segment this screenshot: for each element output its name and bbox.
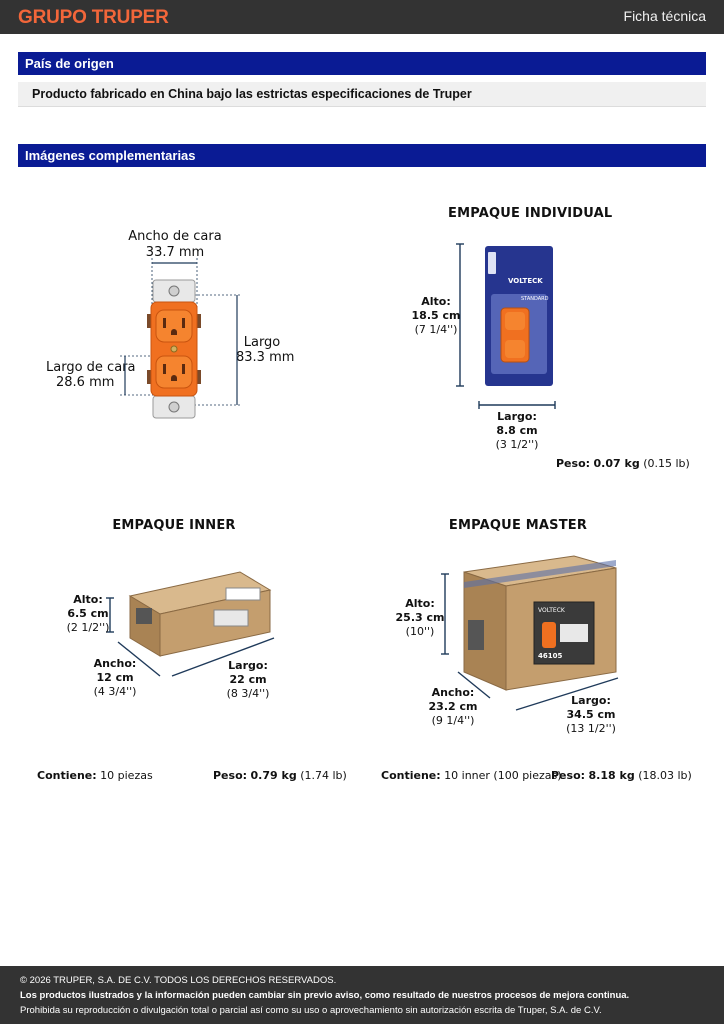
master-alto-in: (10''): [405, 625, 435, 638]
individual-largo-in: (3 1/2''): [495, 438, 539, 451]
master-title: EMPAQUE MASTER: [448, 518, 588, 533]
master-ancho-label: Ancho:: [431, 686, 475, 699]
individual-package-illustration: VOLTECK STANDARD: [456, 243, 556, 409]
individual-peso-lb: (0.15 lb): [643, 457, 690, 470]
individual-largo-label: Largo:: [497, 410, 537, 423]
top-bar: GRUPO TRUPER Ficha técnica: [0, 0, 724, 34]
individual-largo-cm: 8.8 cm: [496, 424, 538, 437]
master-alto-cm: 25.3 cm: [395, 611, 445, 624]
footer-copyright: © 2026 TRUPER, S.A. DE C.V. TODOS LOS DE…: [20, 975, 337, 986]
face-width-label: Ancho de cara: [128, 229, 222, 244]
individual-alto-cm: 18.5 cm: [411, 309, 461, 322]
master-box-code: 46105: [538, 652, 562, 660]
master-contiene-value: 10 inner (100 piezas): [444, 769, 562, 782]
inner-weight: Peso: 0.79 kg (1.74 lb): [213, 769, 347, 782]
footer-prohibition: Prohibida su reproducción o divulgación …: [20, 1005, 602, 1016]
inner-ancho-label: Ancho:: [93, 657, 137, 670]
master-box-brand: VOLTECK: [538, 607, 566, 614]
inner-box-illustration: [106, 571, 275, 677]
inner-contents: Contiene: 10 piezas: [37, 769, 153, 782]
master-largo-label: Largo:: [571, 694, 611, 707]
footer-notice: Los productos ilustrados y la informació…: [20, 990, 630, 1001]
inner-alto-cm: 6.5 cm: [67, 607, 109, 620]
face-length-label: Largo de cara: [46, 360, 136, 375]
inner-ancho-in: (4 3/4''): [93, 685, 137, 698]
inner-title: EMPAQUE INNER: [112, 518, 236, 533]
master-peso-kg: 8.18 kg: [588, 769, 635, 782]
origin-heading: País de origen: [18, 52, 706, 75]
master-ancho-in: (9 1/4''): [431, 714, 475, 727]
inner-ancho-cm: 12 cm: [96, 671, 134, 684]
master-largo-cm: 34.5 cm: [566, 708, 616, 721]
individual-alto-label: Alto:: [421, 295, 451, 308]
inner-peso-lb: (1.74 lb): [300, 769, 347, 782]
individual-peso-label: Peso:: [556, 457, 591, 470]
document-title: Ficha técnica: [623, 8, 706, 24]
volteck-mark: VOLTECK: [508, 277, 543, 285]
standard-mark: STANDARD: [521, 296, 549, 302]
inner-alto-in: (2 1/2''): [66, 621, 110, 634]
master-peso-label: Peso:: [551, 769, 586, 782]
face-length-value: 28.6 mm: [56, 375, 115, 390]
individual-weight: Peso: 0.07 kg (0.15 lb): [556, 457, 690, 470]
outlet-illustration: [120, 258, 240, 419]
footer: © 2026 TRUPER, S.A. DE C.V. TODOS LOS DE…: [0, 966, 724, 1024]
inner-peso-label: Peso:: [213, 769, 248, 782]
master-weight: Peso: 8.18 kg (18.03 lb): [551, 769, 692, 782]
length-label: Largo: [243, 335, 281, 350]
inner-contiene-label: Contiene:: [37, 769, 97, 782]
master-box-illustration: VOLTECK 46105: [441, 555, 619, 711]
master-alto-label: Alto:: [405, 597, 435, 610]
master-peso-lb: (18.03 lb): [638, 769, 692, 782]
inner-alto-label: Alto:: [73, 593, 103, 606]
master-contiene-label: Contiene:: [381, 769, 441, 782]
images-heading: Imágenes complementarias: [18, 144, 706, 167]
master-ancho-cm: 23.2 cm: [428, 700, 478, 713]
inner-contiene-value: 10 piezas: [100, 769, 153, 782]
individual-peso-kg: 0.07 kg: [593, 457, 640, 470]
length-value: 83.3 mm: [236, 350, 295, 365]
individual-alto-in: (7 1/4''): [414, 323, 458, 336]
truper-logo: GRUPO TRUPER: [18, 7, 169, 28]
master-contents: Contiene: 10 inner (100 piezas): [381, 769, 562, 782]
face-width-value: 33.7 mm: [145, 245, 205, 260]
individual-title: EMPAQUE INDIVIDUAL: [448, 206, 613, 221]
master-largo-in: (13 1/2''): [566, 722, 616, 735]
inner-largo-in: (8 3/4''): [226, 687, 270, 700]
inner-largo-cm: 22 cm: [229, 673, 267, 686]
origin-text: Producto fabricado en China bajo las est…: [18, 82, 706, 107]
inner-largo-label: Largo:: [228, 659, 268, 672]
inner-peso-kg: 0.79 kg: [250, 769, 297, 782]
